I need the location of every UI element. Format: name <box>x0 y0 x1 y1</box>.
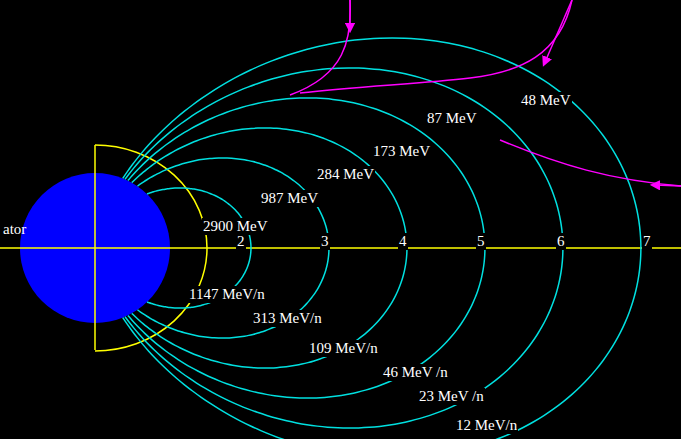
equator-line <box>0 247 681 249</box>
particle-trajectory <box>500 140 681 186</box>
cutoff-energy-label: 313 MeV/n <box>252 310 323 327</box>
cutoff-energy-label: 87 MeV <box>426 110 478 127</box>
boundary-arc <box>95 145 207 351</box>
field-line <box>125 68 563 428</box>
cutoff-energy-label: 23 MeV /n <box>418 388 485 405</box>
cutoff-energy-label: 48 MeV <box>520 92 572 109</box>
particle-trajectory <box>300 0 572 93</box>
cutoff-energy-label: 1147 MeV/n <box>188 286 266 303</box>
l-shell-number: 3 <box>320 233 330 250</box>
cutoff-energy-label: 987 MeV <box>260 190 319 207</box>
cutoff-energy-label: 46 MeV /n <box>382 364 449 381</box>
l-shell-number: 6 <box>556 233 566 250</box>
axis-line <box>94 145 96 350</box>
cutoff-energy-label: 284 MeV <box>316 166 375 183</box>
field-line <box>132 128 407 368</box>
l-shell-number: 5 <box>476 233 486 250</box>
l-shell-number: 7 <box>642 233 652 250</box>
l-shell-number: 2 <box>236 233 246 250</box>
cutoff-energy-label: 173 MeV <box>372 143 431 160</box>
cutoff-energy-label: 2900 MeV <box>202 218 269 235</box>
field-line <box>123 38 641 439</box>
trajectory-arrow <box>655 185 681 186</box>
l-shell-number: 4 <box>398 233 408 250</box>
trajectory-arrow <box>349 0 351 28</box>
cutoff-energy-label: 109 MeV/n <box>308 340 379 357</box>
particle-trajectory <box>290 0 350 95</box>
trajectory-arrow <box>545 0 572 62</box>
equator-label: ator <box>2 221 27 238</box>
field-line <box>137 158 329 338</box>
cutoff-energy-label: 12 MeV/n <box>455 417 518 434</box>
field-line <box>128 98 485 398</box>
